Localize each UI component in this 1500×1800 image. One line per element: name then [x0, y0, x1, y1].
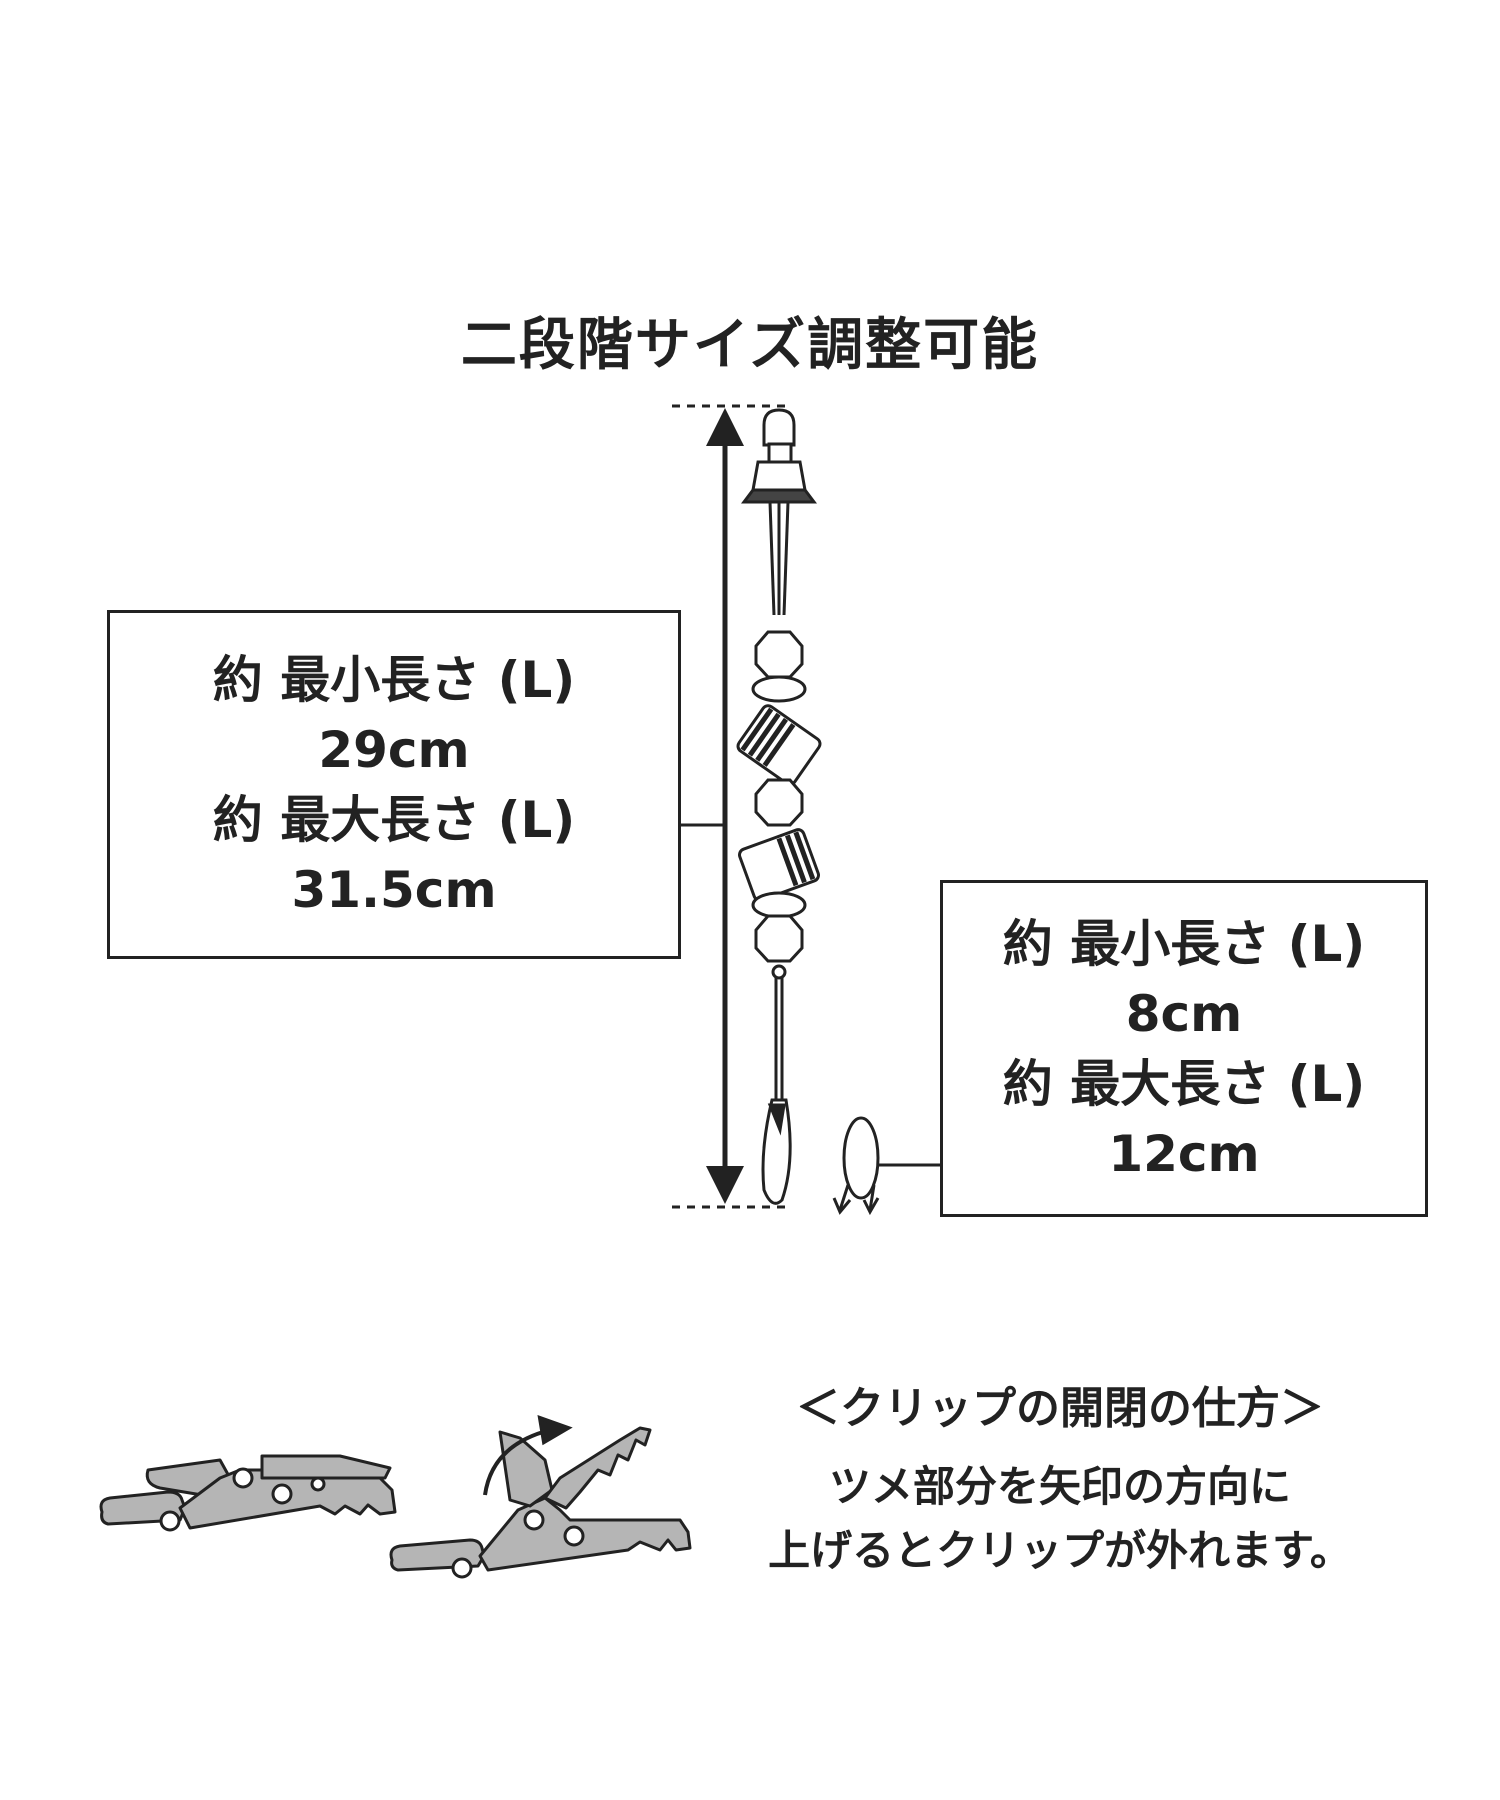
- overall-max-label: 約 最大長さ (L): [212, 790, 576, 849]
- double-arrow-icon: [681, 408, 744, 1204]
- clip-instructions-heading: ＜クリップの開閉の仕方＞: [796, 1383, 1324, 1434]
- overall-max-value: 31.5cm: [291, 860, 497, 919]
- rotate-loop-icon: [832, 1116, 940, 1216]
- overall-length-box: 約 最小長さ (L) 29cm 約 最大長さ (L) 31.5cm: [107, 610, 681, 959]
- clip-instructions-text: ツメ部分を矢印の方向に 上げるとクリップが外れます。: [700, 1455, 1420, 1583]
- lift-arrow-icon: [483, 1414, 573, 1496]
- clip-instructions-line-1: ツメ部分を矢印の方向に: [828, 1462, 1291, 1511]
- clip-open-icon: [389, 1426, 692, 1579]
- reference-lines: [672, 404, 790, 1209]
- page-title: 二段階サイズ調整可能: [460, 313, 1040, 378]
- clip-closed-icon: [99, 1454, 397, 1532]
- overall-min-label: 約 最小長さ (L): [212, 650, 576, 709]
- loop-length-box: 約 最小長さ (L) 8cm 約 最大長さ (L) 12cm: [940, 880, 1428, 1217]
- loop-max-label: 約 最大長さ (L): [1002, 1054, 1366, 1113]
- loop-min-label: 約 最小長さ (L): [1002, 914, 1366, 973]
- pacifier-strap-icon: [736, 408, 822, 1205]
- loop-min-value: 8cm: [1125, 984, 1243, 1043]
- loop-max-value: 12cm: [1108, 1124, 1260, 1183]
- overall-min-value: 29cm: [318, 720, 470, 779]
- clip-instructions-line-2: 上げるとクリップが外れます。: [768, 1526, 1352, 1575]
